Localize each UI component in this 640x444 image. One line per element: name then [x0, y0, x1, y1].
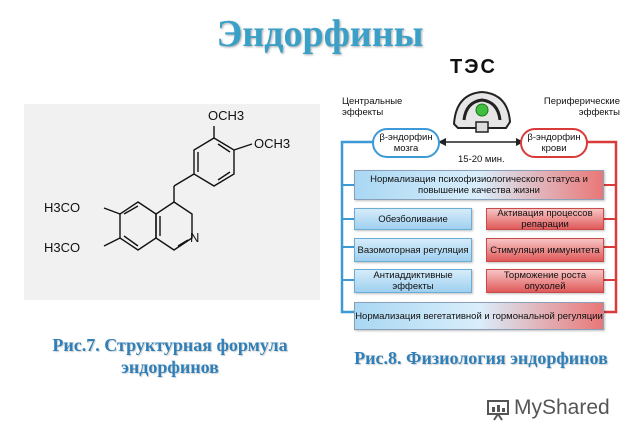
peripheral-effects-label: Периферические эффекты	[543, 96, 620, 118]
effect-box-reparation: Активация процессов репарации	[486, 208, 604, 230]
h3co-top-label: H3CO	[44, 200, 81, 215]
diagram-connectors	[340, 90, 618, 314]
central-effects-label: Центральные эффекты	[342, 96, 403, 118]
presentation-icon	[487, 400, 509, 421]
myshared-logo: MyShared	[486, 394, 616, 424]
figure-7-caption-line1: Рис.7. Структурная формула	[52, 335, 288, 355]
structural-formula-panel: OCH3 OCH3 N H3CO H3CO	[24, 104, 320, 300]
head-icon	[452, 90, 512, 133]
figure-7-caption-line2: эндорфинов	[121, 357, 219, 377]
effect-box-immunity: Стимуляция иммунитета	[486, 238, 604, 262]
tes-label: ТЭС	[450, 56, 497, 78]
figure-8-caption: Рис.8. Физиология эндорфинов	[354, 348, 608, 368]
effect-row-autonomic: Нормализация вегетативной и гормональной…	[354, 302, 604, 330]
nitrogen-label: N	[190, 230, 200, 245]
och3-top-label: OCH3	[208, 108, 245, 123]
watermark-text: MyShared	[514, 396, 610, 419]
effect-box-tumor-inhibition: Торможение роста опухолей	[486, 269, 604, 293]
och3-right-label: OCH3	[254, 136, 291, 151]
blood-endorphin-node: β-эндорфин крови	[520, 128, 588, 158]
effect-box-analgesia: Обезболивание	[354, 208, 472, 230]
page-title: Эндорфины	[216, 13, 424, 55]
time-label: 15-20 мин.	[458, 154, 505, 165]
effect-row-psychophysiology: Нормализация психофизиологического стату…	[354, 170, 604, 200]
physiology-diagram: ТЭС Центральные эффекты Периферические э…	[334, 57, 624, 340]
effect-box-antiaddictive: Антиаддиктивные эффекты	[354, 269, 472, 293]
figure-7-caption: Рис.7. Структурная формула эндорфинов	[20, 334, 320, 378]
effect-box-vasomotor: Вазомоторная регуляция	[354, 238, 472, 262]
h3co-bottom-label: H3CO	[44, 240, 81, 255]
brain-endorphin-node: β-эндорфин мозга	[372, 128, 440, 158]
structural-formula	[103, 126, 253, 251]
